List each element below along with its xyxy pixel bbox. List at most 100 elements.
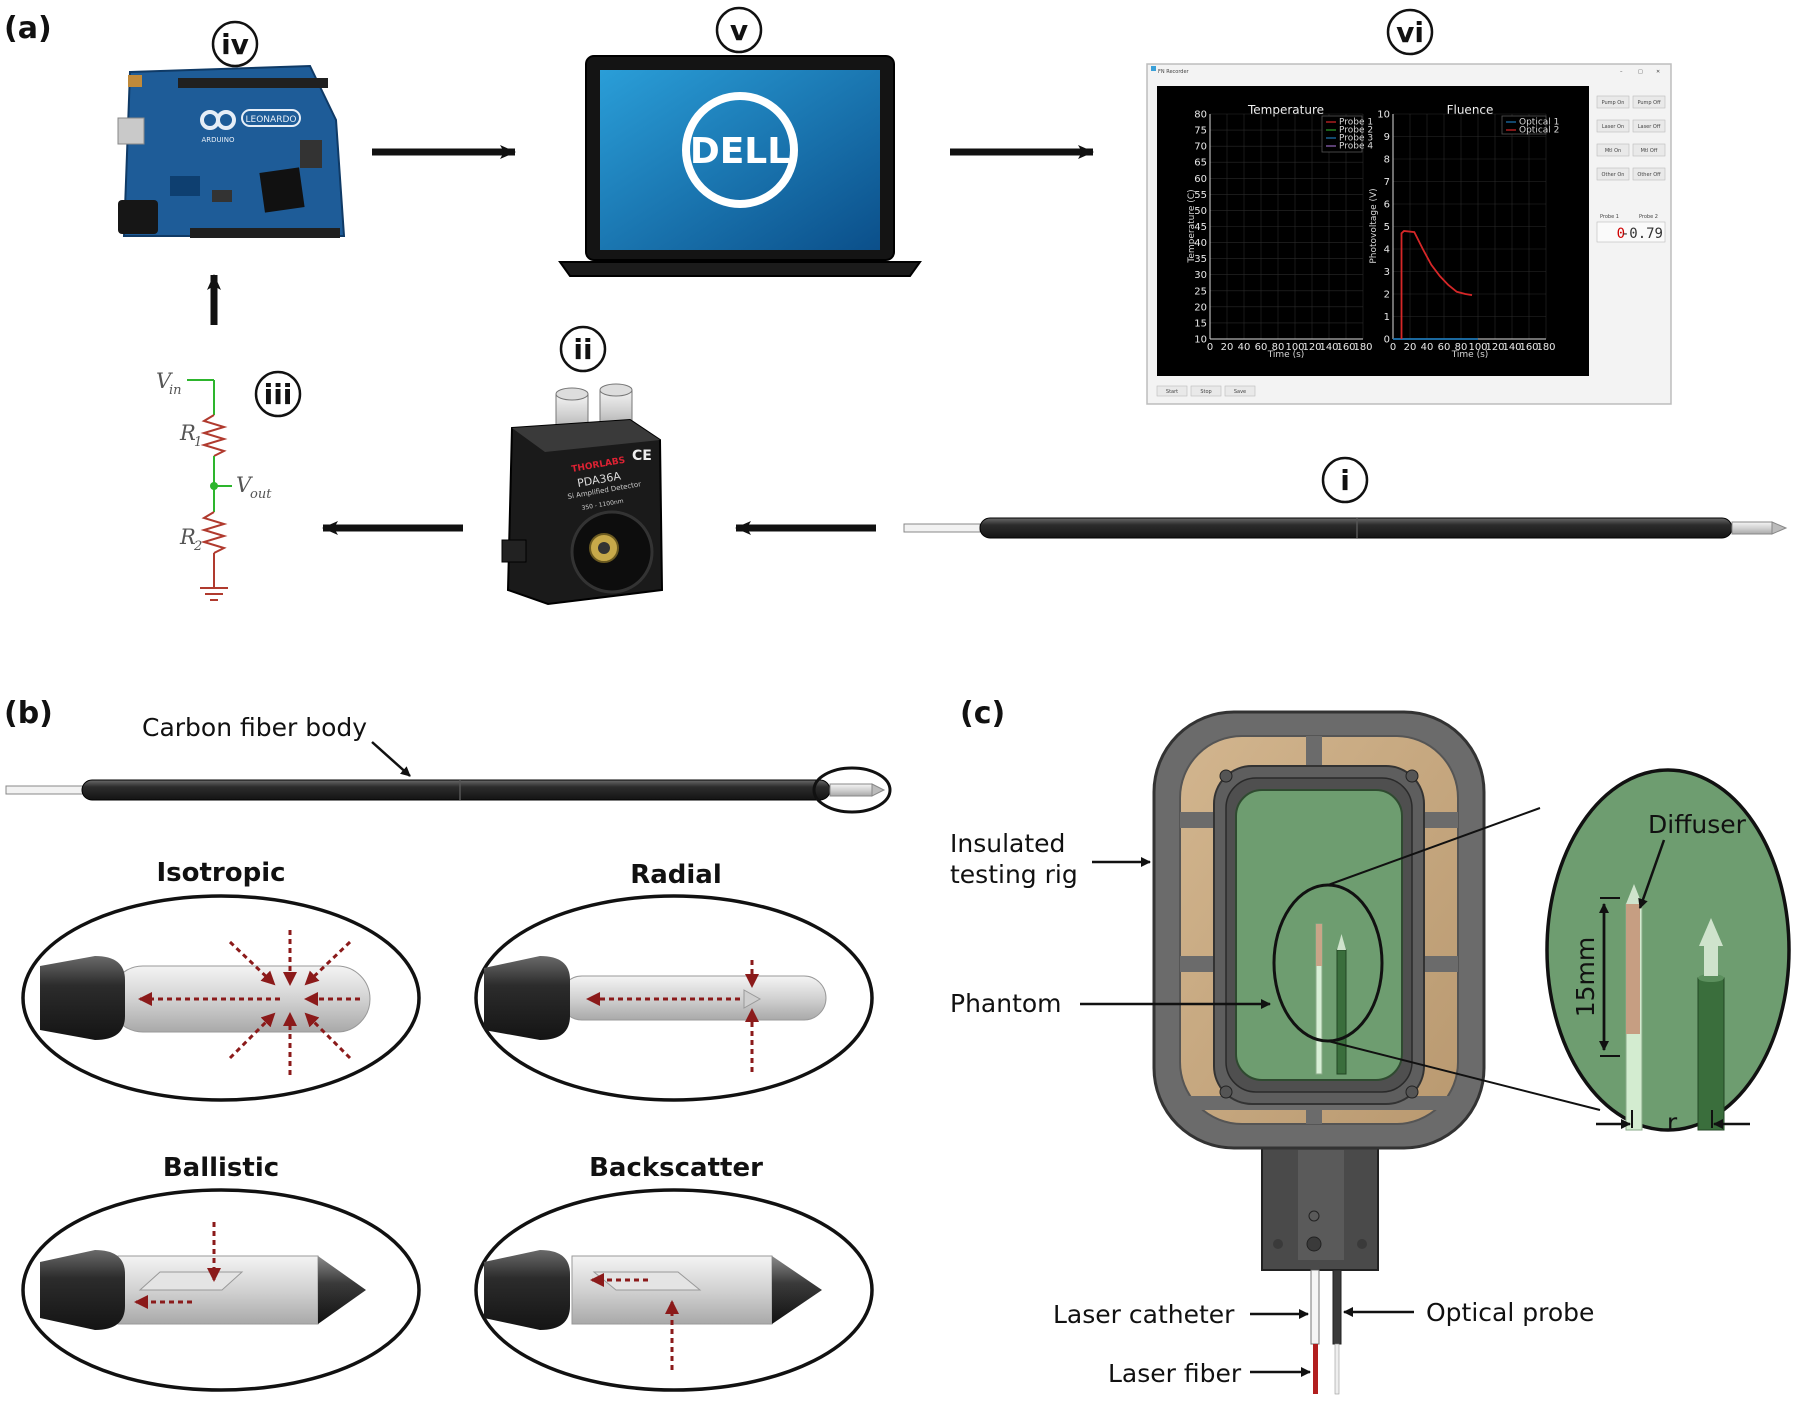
temperature-ytick-label: 30 [1194, 270, 1207, 281]
fluence-xtick-label: 100 [1468, 342, 1487, 353]
temperature-ytick-label: 40 [1194, 238, 1207, 249]
temperature-legend-label: Probe 2 [1339, 126, 1373, 136]
svg-text:iv: iv [221, 28, 249, 61]
svg-text:vi: vi [1396, 16, 1424, 49]
tip-highlight-ellipse [812, 766, 892, 814]
probe-value-2: -0.79 [1621, 226, 1663, 242]
svg-text:–: – [1620, 69, 1623, 75]
bottom-button[interactable] [1156, 385, 1188, 397]
control-button-label: Other Off [1637, 172, 1661, 178]
temperature-ytick-label: 60 [1194, 174, 1207, 185]
panel-label-a: (a) [4, 11, 52, 46]
svg-text:i: i [1340, 464, 1350, 497]
temperature-legend-label: Probe 1 [1339, 118, 1373, 128]
temperature-legend-label: Probe 4 [1339, 142, 1373, 152]
bottom-button[interactable] [1190, 385, 1222, 397]
probe-label-1: Probe 1 [1600, 214, 1619, 220]
svg-text:ii: ii [573, 333, 592, 366]
fluence-ytick-label: 5 [1384, 222, 1390, 233]
fluence-xtick-label: 40 [1421, 342, 1434, 353]
roman-iv: iv [211, 20, 259, 68]
temperature-ytick-label: 80 [1194, 110, 1207, 121]
control-button-label: Other On [1602, 172, 1625, 178]
voltage-divider-circuit: V in R 1 R 2 V out [156, 274, 272, 601]
laser-catheter-label: Laser catheter [1053, 1300, 1235, 1329]
control-button-label: Mtl On [1605, 148, 1621, 154]
arduino-board: LEONARDO ARDUINO [117, 64, 346, 238]
length-dimension: 15mm [1571, 897, 1620, 1057]
control-button[interactable] [1632, 119, 1666, 133]
temperature-ytick-label: 75 [1194, 126, 1207, 137]
dell-logo-ring [682, 92, 798, 208]
control-button[interactable] [1596, 119, 1630, 133]
temperature-title: Temperature [1247, 103, 1324, 117]
fluence-series-line [1400, 230, 1473, 339]
fluence-ytick-label: 2 [1384, 290, 1390, 301]
photodetector: THORLABS PDA36A Si Amplified Detector 35… [501, 383, 664, 606]
fluence-xtick-label: 0 [1390, 342, 1396, 353]
control-button[interactable] [1632, 143, 1666, 157]
fluence-ytick-label: 1 [1384, 312, 1390, 323]
fluence-ytick-label: 6 [1384, 200, 1390, 211]
resistor-r1 [200, 414, 228, 457]
bottom-button[interactable] [1224, 385, 1256, 397]
fluence-ytick-label: 10 [1377, 110, 1390, 121]
roman-iii: iii [254, 370, 302, 418]
fluence-ylabel: Photovoltage (V) [1369, 188, 1379, 263]
fluence-legend-label: Optical 2 [1519, 126, 1559, 136]
zoom-line-top [1327, 807, 1541, 886]
fluence-xtick-label: 180 [1536, 342, 1555, 353]
control-button[interactable] [1596, 95, 1630, 109]
temperature-xtick-label: 20 [1221, 342, 1234, 353]
temperature-ytick-label: 20 [1194, 302, 1207, 313]
zoom-inset [1545, 768, 1791, 1132]
roman-v: v [715, 6, 763, 54]
control-button[interactable] [1596, 143, 1630, 157]
temperature-xtick-label: 60 [1255, 342, 1268, 353]
backscatter-title: Backscatter [589, 1153, 763, 1183]
probe-assembly [903, 517, 1788, 539]
carbon-fiber-probe [5, 766, 892, 814]
vout-label: V [236, 473, 253, 497]
roman-ii: ii [559, 325, 607, 373]
fluence-ytick-label: 4 [1384, 245, 1390, 256]
svg-text:2: 2 [193, 539, 202, 554]
fluence-xtick-label: 160 [1519, 342, 1538, 353]
dell-logo-text: DELL [690, 131, 790, 172]
isotropic-title: Isotropic [156, 858, 285, 888]
bottom-button-label: Stop [1200, 389, 1211, 395]
power-jack [118, 200, 158, 234]
insulated-rig-label-2: testing rig [950, 860, 1078, 889]
temperature-xlabel: Time (s) [1267, 350, 1305, 360]
temperature-ytick-label: 35 [1194, 254, 1207, 265]
temperature-xtick-label: 140 [1319, 342, 1338, 353]
fluence-xtick-label: 80 [1455, 342, 1468, 353]
control-button[interactable] [1632, 95, 1666, 109]
r-dimension: r [1596, 1108, 1750, 1137]
fluence-xtick-label: 140 [1502, 342, 1521, 353]
temperature-ytick-label: 70 [1194, 142, 1207, 153]
laptop-base [558, 261, 922, 277]
temperature-xtick-label: 120 [1302, 342, 1321, 353]
control-button[interactable] [1596, 167, 1630, 181]
carbon-fiber-arrow [371, 741, 411, 777]
phantom-label: Phantom [950, 989, 1062, 1018]
fluence-ytick-label: 7 [1384, 177, 1390, 188]
diffuser-label: Diffuser [1648, 810, 1747, 839]
carbon-fiber-label: Carbon fiber body [142, 713, 367, 742]
fluence-ytick-label: 0 [1384, 335, 1390, 346]
svg-text:□: □ [1638, 69, 1643, 75]
panel-label-c: (c) [960, 696, 1005, 731]
window-title: FN Recorder [1158, 69, 1190, 75]
svg-text:v: v [730, 14, 748, 47]
svg-text:r: r [1667, 1108, 1678, 1137]
svg-text:1: 1 [194, 435, 202, 450]
laser-fiber-label: Laser fiber [1108, 1359, 1242, 1388]
probe-readout [1596, 221, 1666, 243]
control-button[interactable] [1632, 167, 1666, 181]
ballistic-title: Ballistic [163, 1153, 279, 1183]
temperature-chart: Temperature 1015202530354045505560657075… [1187, 103, 1373, 360]
fluence-title: Fluence [1447, 103, 1494, 117]
